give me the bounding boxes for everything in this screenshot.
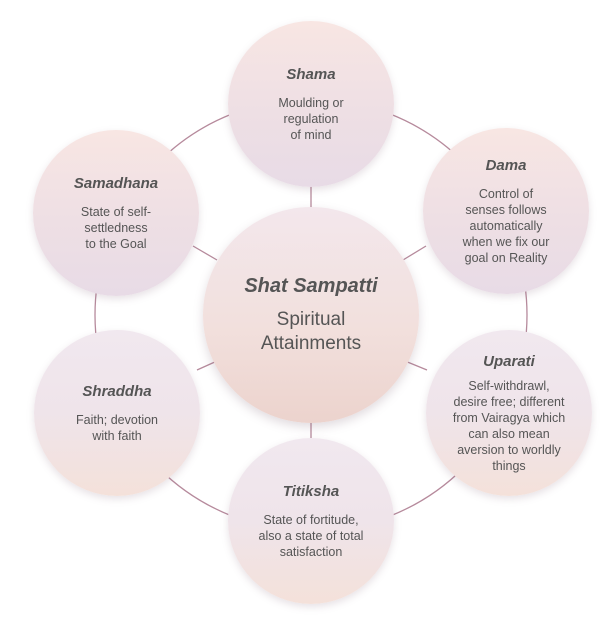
node-dama-description: Control of senses follows automatically … [462, 186, 550, 265]
node-shraddha-description: Faith; devotion with faith [76, 412, 158, 443]
spoke-uparati [404, 360, 428, 371]
node-shama: Shama Moulding or regulation of mind [228, 21, 394, 187]
spoke-dama [402, 245, 427, 261]
node-shraddha-title: Shraddha [82, 382, 152, 400]
node-uparati-title: Uparati [483, 352, 535, 370]
node-dama-title: Dama [485, 156, 527, 174]
node-titiksha: Titiksha State of fortitude, also a stat… [228, 438, 394, 604]
node-titiksha-title: Titiksha [282, 482, 340, 500]
node-shraddha: Shraddha Faith; devotion with faith [34, 330, 200, 496]
node-samadhana-description: State of self- settledness to the Goal [80, 204, 152, 251]
node-titiksha-description: State of fortitude, also a state of tota… [258, 512, 364, 559]
node-samadhana: Samadhana State of self- settledness to … [33, 130, 199, 296]
node-dama: Dama Control of senses follows automatic… [423, 128, 589, 294]
node-shama-description: Moulding or regulation of mind [278, 95, 344, 142]
node-uparati-description: Self-withdrawl, desire free; different f… [452, 378, 566, 473]
center-title: Shat Sampatti [244, 274, 378, 297]
node-uparati: Uparati Self-withdrawl, desire free; dif… [426, 330, 592, 496]
node-samadhana-title: Samadhana [73, 174, 159, 192]
center-node: Shat Sampatti Spiritual Attainments [203, 207, 419, 423]
node-shama-title: Shama [286, 65, 336, 83]
center-subtitle: Spiritual Attainments [260, 308, 362, 354]
spoke-samadhana [192, 245, 218, 261]
